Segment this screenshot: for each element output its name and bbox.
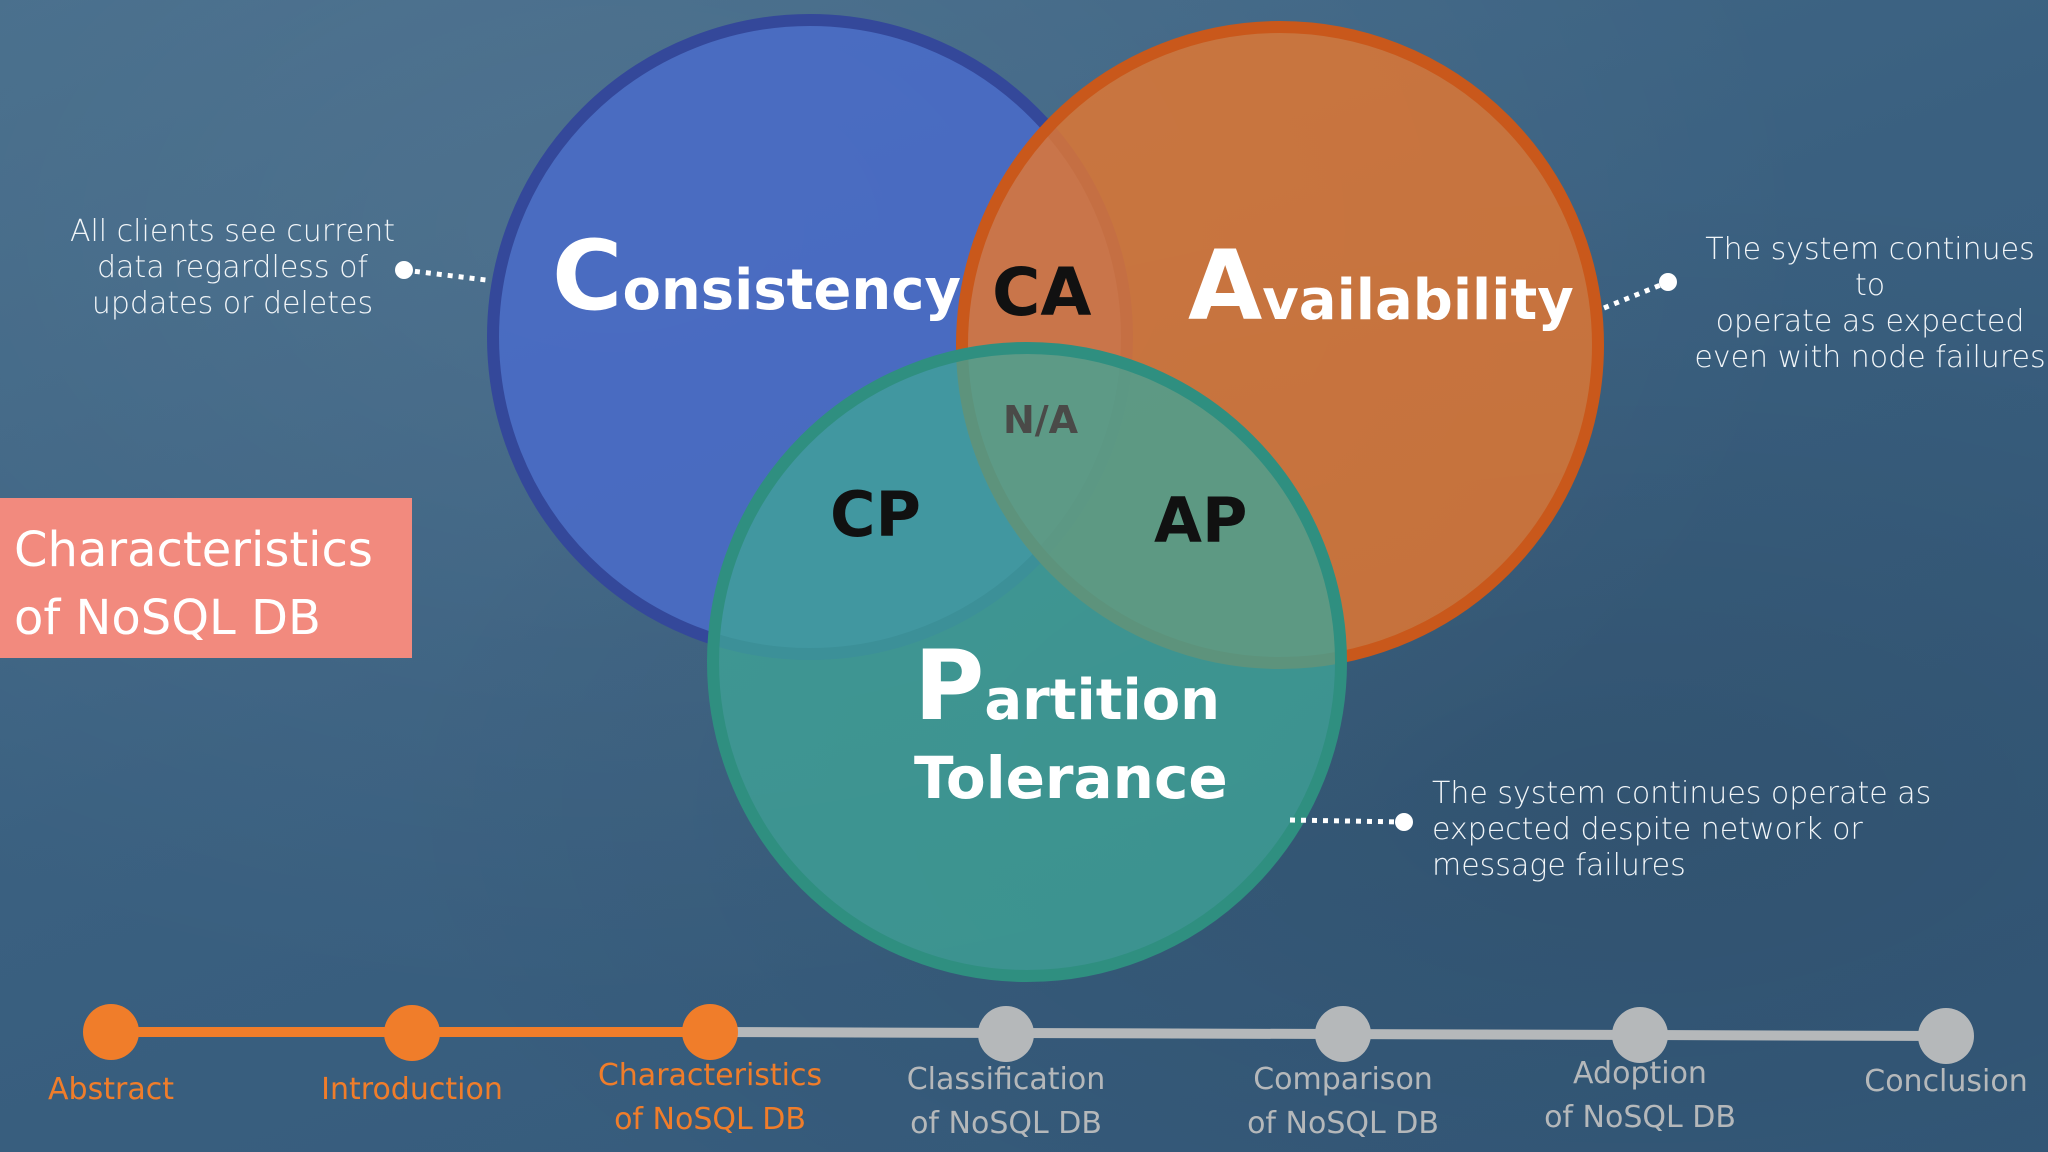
partition-description-line: message failures: [1432, 848, 1686, 883]
timeline-step-label-line2: of NoSQL DB: [1247, 1106, 1439, 1141]
timeline-step-dot[interactable]: [978, 1006, 1034, 1062]
partition-connector: [1289, 817, 1404, 825]
partition-rest: artition: [984, 668, 1221, 733]
timeline-step-dot[interactable]: [83, 1004, 139, 1060]
consistency-initial: C: [552, 220, 623, 332]
consistency-connector-dot: [395, 261, 413, 279]
consistency-description-line: All clients see current: [69, 214, 396, 249]
zone-ca-label: CA: [992, 254, 1092, 331]
timeline-step-dot[interactable]: [1918, 1008, 1974, 1064]
timeline-step-label[interactable]: Conclusion: [1796, 1060, 2048, 1104]
slide-title-line1: Characteristics: [14, 522, 373, 578]
slide-title-line2: of NoSQL DB: [14, 590, 321, 646]
timeline-step-label[interactable]: Characteristics of NoSQL DB: [560, 1054, 860, 1142]
timeline-step-label[interactable]: Comparison of NoSQL DB: [1193, 1058, 1493, 1146]
consistency-description-line: data regardless of: [97, 250, 368, 285]
partition-circle: [707, 342, 1347, 982]
timeline-step-label-line1: Conclusion: [1864, 1064, 2028, 1099]
partition-initial: P: [914, 630, 985, 742]
availability-connector: [1603, 279, 1669, 311]
zone-ap-label: AP: [1154, 484, 1248, 557]
timeline-step-label-line2: of NoSQL DB: [910, 1106, 1102, 1141]
timeline-step-label-line1: Abstract: [48, 1072, 174, 1107]
zone-na-label: N/A: [1003, 398, 1079, 442]
partition-connector-dot: [1395, 813, 1413, 831]
timeline-step-label-line2: of NoSQL DB: [614, 1102, 806, 1137]
timeline-step-dot[interactable]: [682, 1004, 738, 1060]
timeline-step-label-line1: Characteristics: [597, 1058, 823, 1093]
timeline-dots: [83, 1004, 1974, 1064]
partition-description: The system continues operate as expected…: [1432, 776, 1952, 884]
zone-cp-label: CP: [830, 478, 921, 551]
partition-label: Partition: [914, 630, 1220, 742]
consistency-description: All clients see current data regardless …: [60, 214, 405, 322]
timeline-step-label-line1: Adoption: [1573, 1056, 1707, 1091]
consistency-description-line: updates or deletes: [91, 286, 374, 321]
availability-initial: A: [1188, 230, 1263, 342]
partition-description-line: expected despite network or: [1432, 812, 1863, 847]
availability-connector-dot: [1659, 273, 1677, 291]
timeline-step-dot[interactable]: [1612, 1007, 1668, 1063]
consistency-rest: onsistency: [622, 258, 961, 323]
timeline-step-label[interactable]: Classification of NoSQL DB: [856, 1058, 1156, 1146]
partition-label-line2: Tolerance: [914, 744, 1228, 812]
slide-title-box: Characteristics of NoSQL DB: [0, 498, 412, 658]
timeline-step-label-line1: Classification: [906, 1062, 1106, 1097]
timeline-step-label[interactable]: Adoption of NoSQL DB: [1490, 1052, 1790, 1140]
availability-description-line: The system continues to: [1705, 232, 2035, 303]
timeline-step-label-line1: Comparison: [1253, 1062, 1433, 1097]
availability-label: Availability: [1188, 230, 1574, 342]
availability-description-line: operate as expected: [1715, 304, 2025, 339]
availability-description-line: even with node failures: [1694, 340, 2046, 375]
availability-rest: vailability: [1262, 268, 1574, 333]
consistency-connector: [403, 267, 487, 283]
timeline-step-label-line2: of NoSQL DB: [1544, 1100, 1736, 1135]
partition-description-line: The system continues operate as: [1432, 776, 1932, 811]
timeline-step-label[interactable]: Abstract: [0, 1068, 261, 1112]
consistency-label: Consistency: [552, 220, 961, 332]
availability-description: The system continues to operate as expec…: [1690, 232, 2048, 376]
timeline-step-label[interactable]: Introduction: [262, 1068, 562, 1112]
timeline-step-label-line1: Introduction: [321, 1072, 503, 1107]
timeline-step-dot[interactable]: [384, 1005, 440, 1061]
timeline-step-dot[interactable]: [1315, 1006, 1371, 1062]
